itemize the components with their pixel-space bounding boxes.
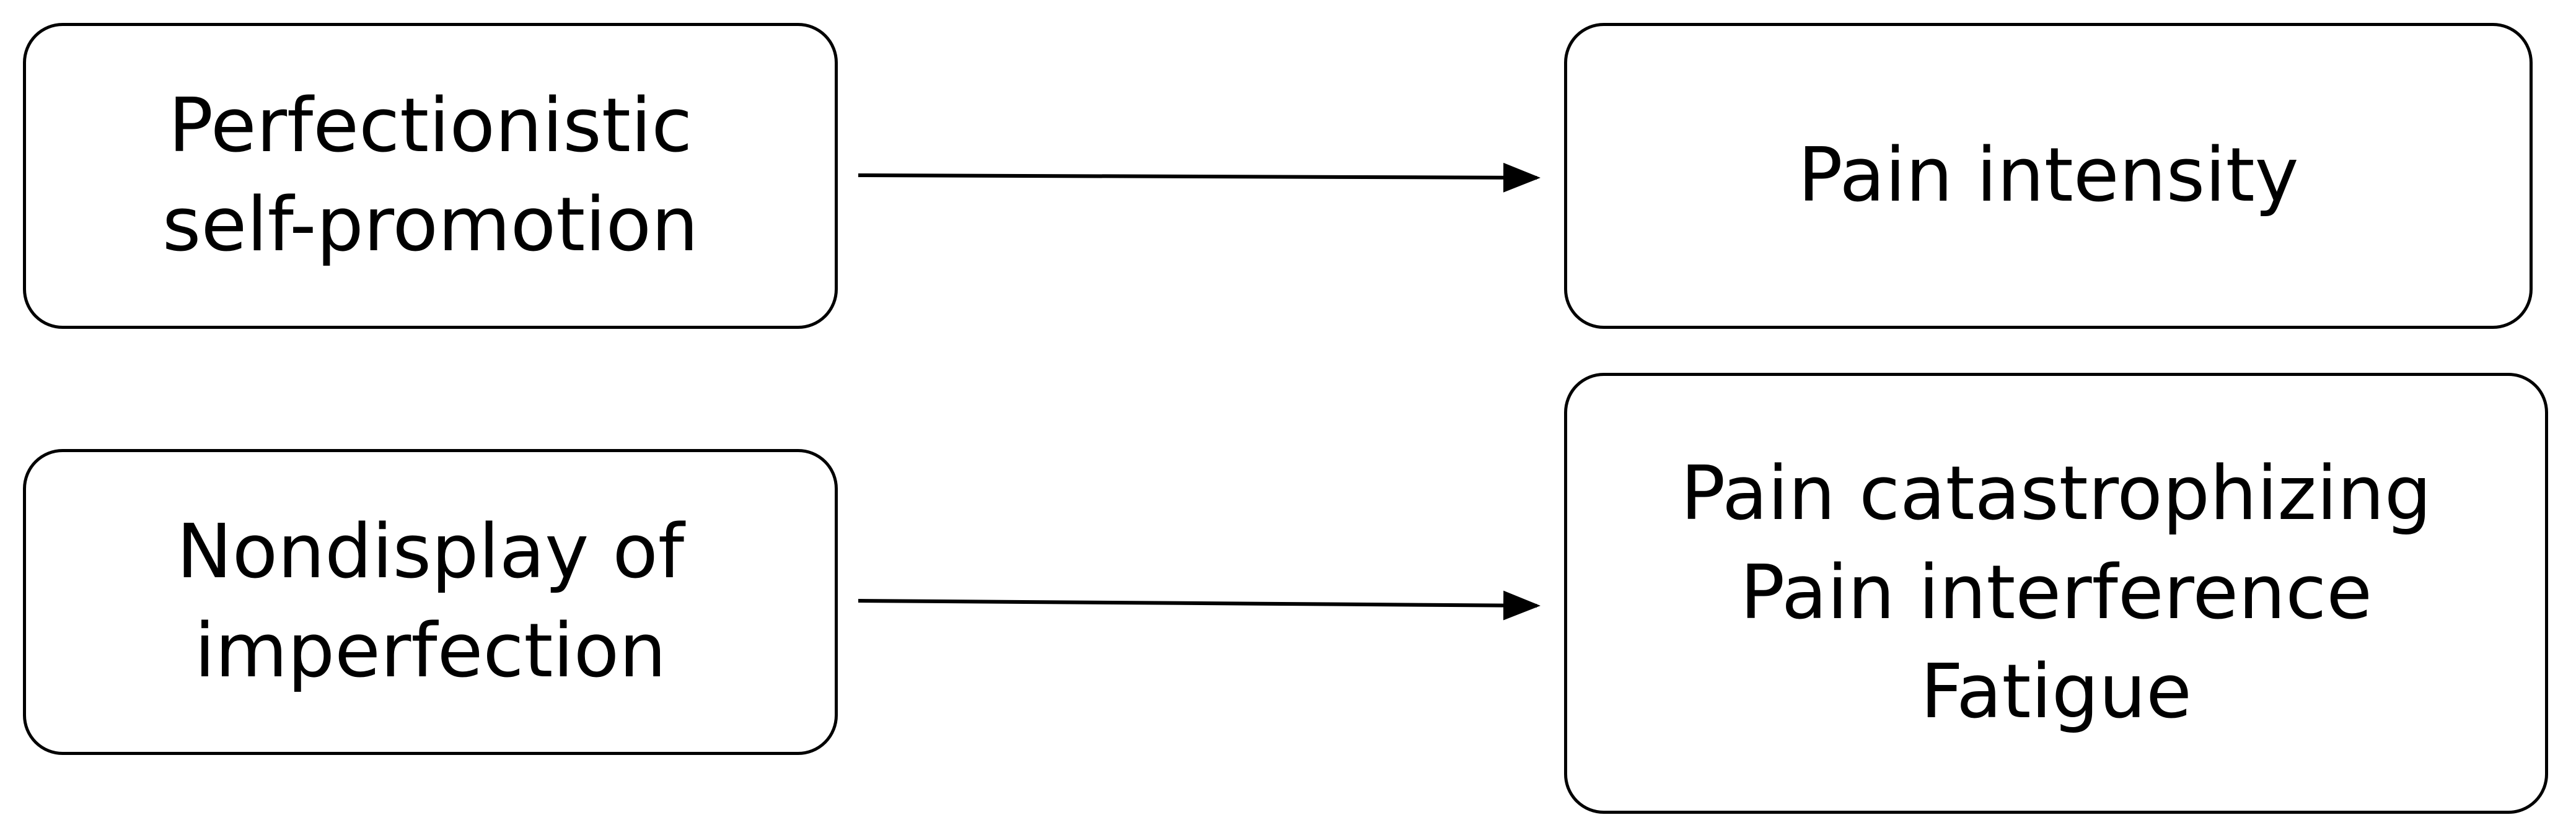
box-pain-intensity: Pain intensity	[1564, 23, 2533, 329]
box-nondisplay-of-imperfection: Nondisplay of imperfection	[23, 449, 838, 755]
box-perfectionistic-self-promotion: Perfectionistic self-promotion	[23, 23, 838, 329]
box-pain-outcomes: Pain catastrophizing Pain interference F…	[1564, 373, 2548, 814]
box-label-line: Fatigue	[1920, 649, 2192, 735]
box-label-line: Nondisplay of	[176, 509, 685, 595]
box-label-line: imperfection	[194, 608, 667, 694]
box-label-line: Pain intensity	[1798, 133, 2299, 219]
box-label-line: Pain catastrophizing	[1681, 451, 2432, 537]
arrow-bottom	[858, 590, 1541, 621]
box-label-line: self-promotion	[162, 182, 699, 268]
arrow-top	[858, 162, 1541, 193]
box-label-line: Pain interference	[1739, 550, 2373, 636]
box-label-line: Perfectionistic	[168, 83, 693, 169]
